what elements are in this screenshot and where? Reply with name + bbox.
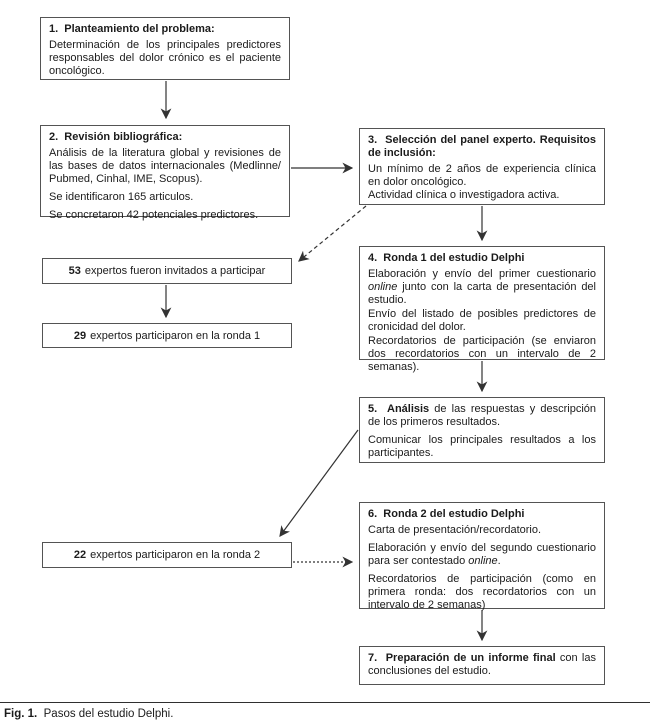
step6-title: 6. Ronda 2 del estudio Delphi: [368, 508, 525, 520]
step1-title: 1. Planteamiento del problema:: [49, 23, 215, 35]
step6-online-italic: online: [468, 555, 498, 567]
step7-title-rest: con las conclusiones del estudio.: [368, 652, 596, 677]
caption-divider: [0, 702, 650, 703]
step4-body-1-text: Elaboración y envío del primer cuestiona…: [368, 268, 596, 280]
step3-panel-selection-box: 3. Selección del panel experto. Requisit…: [359, 128, 605, 205]
step3-body-2: Actividad clínica o investigadora activa…: [368, 189, 560, 201]
step2-literature-box: 2. Revisión bibliográfica: Análisis de l…: [40, 125, 290, 221]
experts-invited-label: expertos fueron invitados a participar: [84, 265, 266, 277]
step4-body-2: Envío del listado de posibles predictore…: [368, 308, 596, 333]
step2-body-2: Se identificaron 165 articulos.: [49, 191, 194, 203]
experts-round2-box: 22 expertos participaron en la ronda 2: [42, 542, 292, 568]
step2-body-1: Análisis de la literatura global y revis…: [49, 147, 281, 185]
step4-body-1: Elaboración y envío del primer cuestiona…: [368, 268, 596, 307]
figure-caption: Fig. 1. Pasos del estudio Delphi.: [4, 708, 173, 721]
arrow-box3-to-invited-dashed: [298, 205, 367, 262]
figure-caption-label: Fig. 1.: [4, 708, 38, 720]
step4-title: 4. Ronda 1 del estudio Delphi: [368, 252, 525, 264]
experts-round2-label: expertos participaron en la ronda 2: [90, 549, 261, 561]
experts-invited-box: 53 expertos fueron invitados a participa…: [42, 258, 292, 284]
arrow-box5-to-round2: [279, 429, 359, 537]
experts-round2-count: 22: [73, 549, 87, 561]
step5-analysis-box: 5. Análisis de las respuestas y descripc…: [359, 397, 605, 463]
step5-body-1: 5. Análisis de las respuestas y descripc…: [368, 403, 596, 429]
step5-title: 5. Análisis: [368, 403, 430, 415]
step6-body-2-text: Elaboración y envío del segundo cuestion…: [368, 542, 596, 567]
step7-final-report-box: 7. Preparación de un informe final con l…: [359, 646, 605, 685]
step4-round1-box: 4. Ronda 1 del estudio Delphi Elaboració…: [359, 246, 605, 373]
step2-title: 2. Revisión bibliográfica:: [49, 131, 183, 143]
step6-body-1: Carta de presentación/recordatorio.: [368, 524, 542, 536]
step4-online-italic: online: [368, 281, 398, 293]
step6-body-2-rest: .: [497, 555, 501, 567]
experts-round1-box: 29 expertos participaron en la ronda 1: [42, 323, 292, 348]
step1-problem-box: 1. Planteamiento del problema: Determina…: [40, 17, 290, 80]
experts-invited-count: 53: [68, 265, 81, 277]
step7-title: 7. Preparación de un informe final: [368, 652, 556, 664]
figure-caption-text: Pasos del estudio Delphi.: [37, 708, 174, 720]
step6-round2-box: 6. Ronda 2 del estudio Delphi Carta de p…: [359, 502, 605, 611]
step5-body-2: Comunicar los principales resultados a l…: [368, 434, 596, 459]
experts-round1-label: expertos participaron en la ronda 1: [90, 329, 261, 342]
step2-body-3: Se concretaron 42 potenciales predictore…: [49, 209, 259, 221]
step3-title: 3. Selección del panel experto. Requisit…: [368, 134, 600, 159]
step6-body-3: Recordatorios de participación (como en …: [368, 573, 596, 611]
step3-body-1: Un mínimo de 2 años de experiencia clíni…: [368, 163, 596, 188]
step1-body: Determinación de los principales predict…: [49, 39, 281, 77]
experts-round1-count: 29: [73, 329, 87, 342]
step4-body-3: Recordatorios de participación (se envia…: [368, 335, 596, 373]
step7-body: 7. Preparación de un informe final con l…: [368, 652, 596, 678]
step5-title-rest: de las respuestas y descripción de los p…: [368, 403, 597, 428]
step4-body-1-rest: junto con la carta de presentación del e…: [368, 281, 596, 306]
step6-body-2: Elaboración y envío del segundo cuestion…: [368, 542, 596, 568]
